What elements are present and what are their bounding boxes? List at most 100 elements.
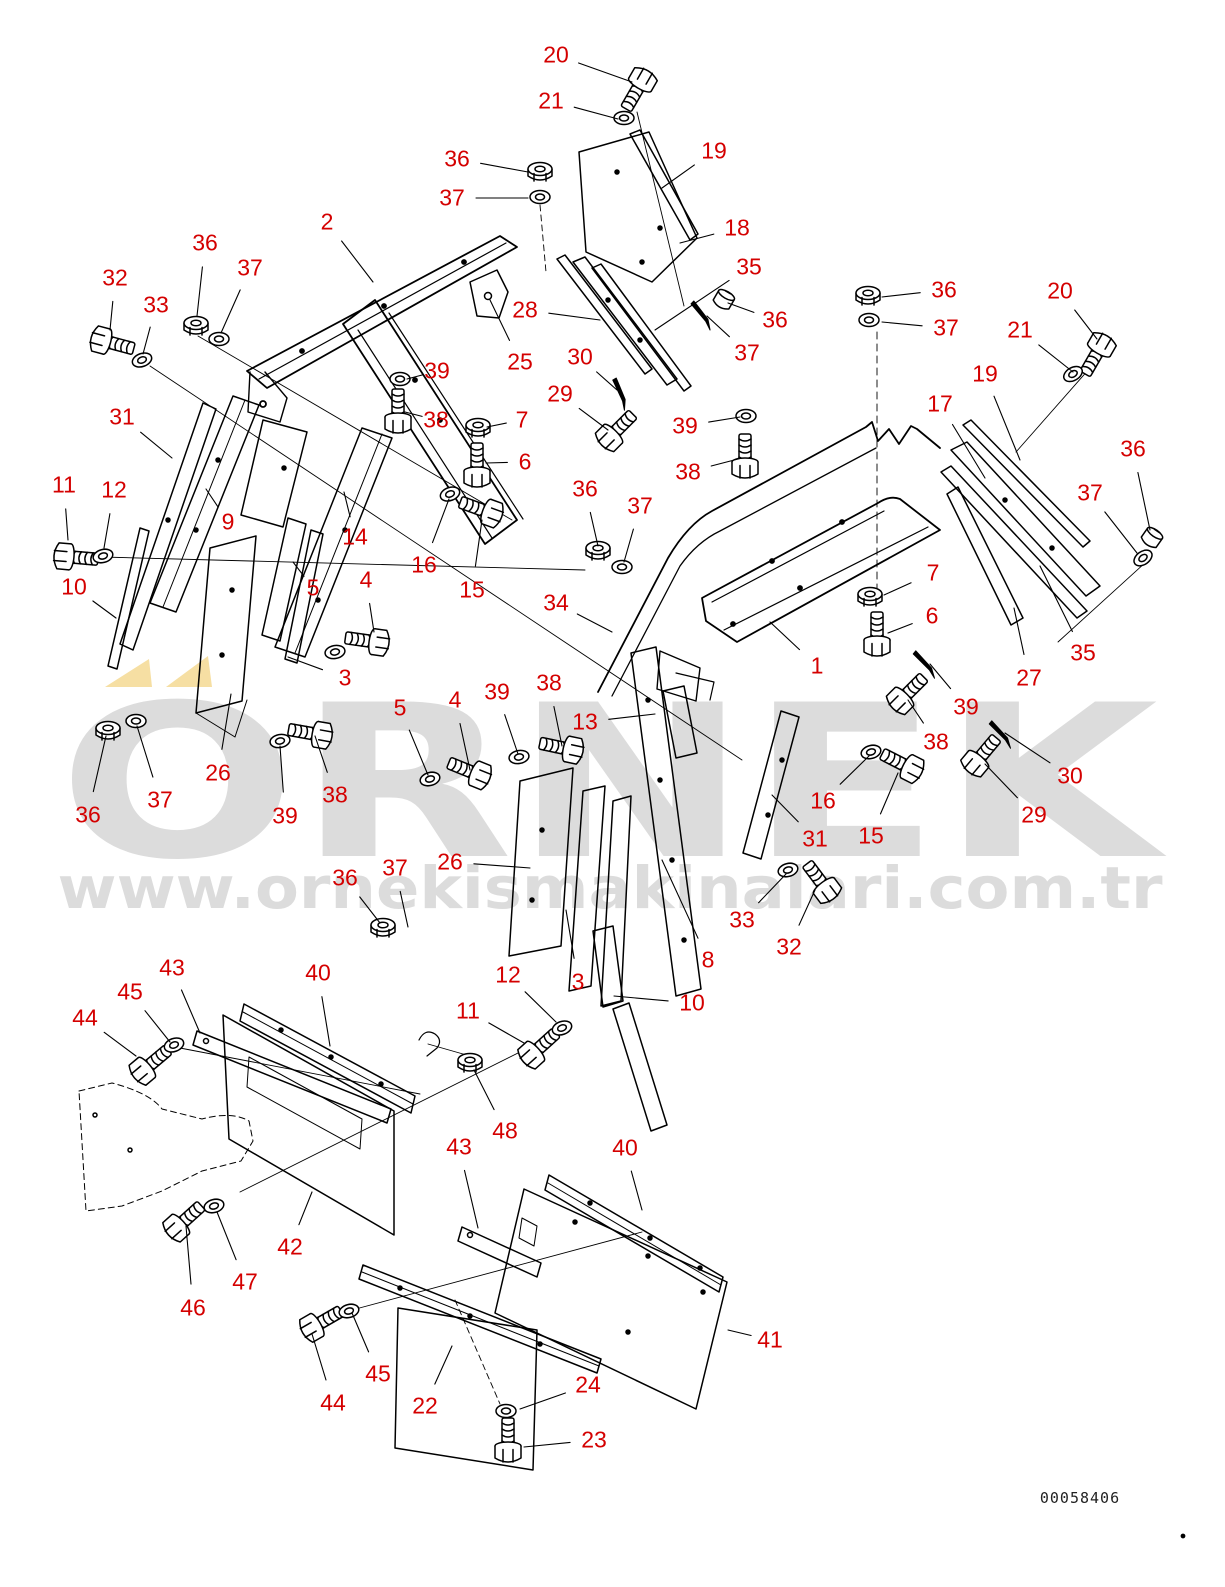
panel-top-right	[579, 130, 698, 282]
leader-line-31	[772, 795, 798, 822]
leader-line-16	[433, 499, 450, 543]
leader-line-30	[1005, 733, 1050, 763]
leader-line-12	[525, 992, 556, 1022]
leader-line-38	[554, 707, 562, 747]
leader-line-33	[143, 327, 150, 354]
leader-line-7	[884, 583, 911, 595]
leader-line-15	[475, 520, 482, 566]
leader-line-11	[489, 1023, 524, 1043]
leader-line-2	[342, 241, 373, 282]
leader-line-4	[460, 724, 470, 771]
leader-line-37	[1105, 512, 1137, 553]
leader-line-26	[474, 864, 530, 868]
panel-right-arch	[598, 422, 940, 701]
leader-line-31	[141, 432, 172, 458]
leader-line-14	[344, 492, 350, 517]
leader-line-38	[908, 700, 923, 723]
fastener-pin	[607, 377, 634, 412]
leader-line-29	[985, 764, 1017, 798]
fastener-washer	[1060, 362, 1086, 386]
leader-line-16	[840, 756, 869, 784]
fastener-nut	[370, 917, 396, 938]
fastener-bolt	[731, 433, 759, 479]
leader-line-32	[110, 301, 113, 330]
watermark-url: www.ornekismakinalari.com.tr	[58, 854, 1163, 922]
leader-line-10	[93, 601, 116, 618]
leader-line-35	[1040, 566, 1072, 632]
leader-line-22	[435, 1346, 452, 1384]
fastener-nut	[465, 417, 491, 438]
leader-line-39	[280, 746, 283, 792]
fastener-nut	[855, 285, 881, 306]
leader-line-4	[370, 603, 374, 632]
leader-line-37	[400, 891, 408, 927]
leader-line-37	[707, 316, 729, 337]
leader-line-40	[631, 1171, 642, 1210]
leader-line-6	[888, 624, 912, 633]
leader-line-19	[662, 165, 694, 188]
fastener-bolt	[342, 623, 392, 658]
leader-line-46	[186, 1226, 191, 1284]
leader-line-7	[487, 423, 506, 427]
fastener-bolt	[463, 442, 491, 488]
leader-line-39	[505, 715, 518, 754]
leader-line-35	[655, 280, 729, 330]
leader-line-38	[405, 412, 422, 416]
leader-line-36	[93, 736, 106, 792]
leader-line-43	[465, 1170, 479, 1228]
leader-line-39	[930, 664, 951, 689]
leader-line-32	[799, 890, 815, 925]
leader-line-38	[711, 458, 742, 466]
leader-line-30	[597, 372, 617, 390]
leader-line-36	[481, 163, 528, 172]
leader-line-5	[293, 562, 304, 576]
fastener-nut	[857, 586, 883, 607]
panel-left-strips	[108, 396, 392, 737]
leader-line-45	[145, 1011, 170, 1042]
leader-line-13	[609, 714, 655, 719]
fastener-nut	[95, 720, 121, 741]
construction-lines	[102, 112, 1146, 1404]
leader-line-36	[197, 267, 202, 316]
leader-line-37	[882, 322, 922, 326]
leader-line-17	[953, 425, 986, 479]
leader-line-48	[474, 1070, 494, 1110]
leader-lines	[66, 63, 1150, 1447]
leader-line-44	[312, 1334, 326, 1380]
page-mark-dot	[1182, 1535, 1185, 1538]
fastener-bolt	[51, 541, 100, 574]
leader-line-3	[288, 657, 323, 670]
fastener-washer	[495, 1403, 517, 1419]
fastener-washer	[323, 642, 347, 662]
leader-line-45	[352, 1313, 369, 1352]
leader-line-41	[728, 1330, 751, 1336]
leader-line-39	[709, 417, 740, 422]
fastener-bolt	[863, 611, 891, 657]
leader-line-38	[315, 736, 327, 772]
leader-line-18	[680, 234, 714, 243]
leader-line-15	[881, 773, 899, 814]
panel-left-arch	[247, 236, 523, 544]
fastener-nut	[183, 315, 209, 336]
fastener-washer	[613, 110, 635, 126]
leader-line-43	[182, 990, 201, 1033]
leader-line-10	[614, 996, 668, 1001]
fastener-washer	[437, 483, 463, 505]
panel-bottom-left	[79, 1004, 440, 1235]
leader-line-23	[524, 1442, 570, 1447]
leader-line-12	[104, 514, 110, 548]
leader-line-28	[549, 313, 600, 320]
leader-line-34	[577, 614, 612, 632]
fastener-washer	[858, 312, 880, 328]
leader-line-21	[574, 107, 618, 119]
leader-line-11	[66, 509, 68, 540]
fastener-nut	[527, 161, 553, 182]
fastener-washer	[529, 189, 551, 205]
leader-line-8	[662, 860, 698, 938]
fastener-bolt	[295, 1298, 349, 1346]
panel-right-strips	[743, 420, 1100, 859]
leader-line-39	[407, 375, 424, 379]
leader-line-20	[579, 63, 632, 82]
